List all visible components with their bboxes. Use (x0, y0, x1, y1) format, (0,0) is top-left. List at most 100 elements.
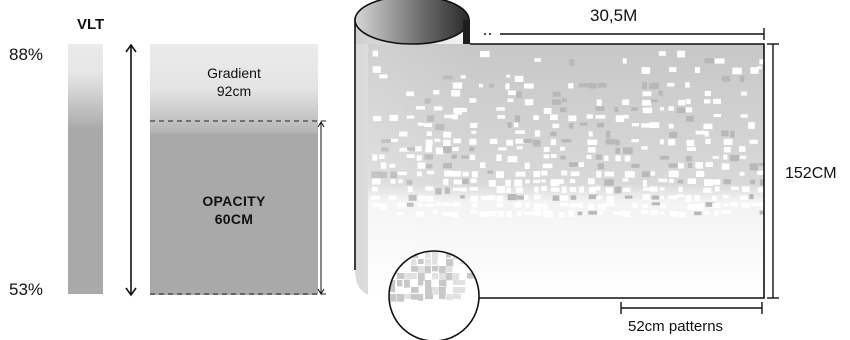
pattern-square (515, 138, 526, 144)
roll-height-label: 152CM (785, 165, 837, 182)
pattern-square (759, 210, 764, 215)
pattern-square (678, 99, 686, 106)
opacity-label: OPACITY (202, 193, 266, 209)
lens-square (418, 266, 426, 274)
pattern-square (570, 195, 577, 200)
pattern-square (624, 195, 633, 199)
pattern-square (588, 131, 593, 137)
pattern-square (712, 195, 717, 201)
pattern-square (685, 194, 692, 202)
pattern-square (668, 163, 678, 168)
pattern-square (749, 194, 754, 200)
lens-square (439, 280, 447, 287)
lens-square (453, 287, 461, 294)
pattern-square (650, 210, 659, 215)
pattern-square (507, 90, 516, 96)
length-dimension (484, 28, 765, 40)
pattern-square (588, 82, 597, 89)
lens-square (453, 273, 460, 281)
pattern-square (516, 210, 522, 217)
pattern-square (668, 195, 678, 200)
pattern-square (740, 195, 748, 200)
pattern-square (642, 203, 649, 209)
pattern-square (514, 75, 524, 82)
pattern-square (561, 98, 567, 103)
pattern-square (741, 186, 750, 193)
pattern-square (479, 211, 489, 218)
pattern-square (614, 186, 622, 194)
pattern-square (506, 74, 511, 78)
pattern-square (757, 170, 764, 175)
lens-square (446, 259, 454, 267)
pattern-square (686, 115, 695, 122)
pattern-square (642, 99, 652, 106)
pattern-square (642, 179, 648, 187)
pattern-square (542, 163, 553, 169)
pattern-square (524, 162, 530, 170)
pattern-square (631, 107, 638, 111)
pattern-square (741, 91, 747, 96)
pattern-square (703, 123, 713, 130)
pattern-square (749, 163, 759, 171)
pattern-square (669, 210, 679, 217)
lens-square (439, 287, 446, 295)
pattern-square (750, 202, 761, 206)
pattern-square (550, 154, 557, 158)
pattern-square (695, 162, 704, 169)
pattern-square (480, 50, 490, 58)
pattern-square (631, 139, 639, 143)
pattern-square (595, 115, 606, 119)
pattern-square (507, 155, 518, 163)
vlt-bar (68, 44, 103, 294)
pattern-square (588, 194, 598, 200)
lens-square (418, 280, 424, 286)
pattern-square (550, 114, 558, 121)
pattern-square (659, 211, 665, 215)
pattern-square (569, 178, 576, 184)
pattern-square (597, 83, 607, 88)
pattern-square (642, 82, 647, 90)
vlt-double-arrow (125, 43, 137, 297)
lens-square (432, 287, 439, 295)
pattern-square (541, 170, 548, 176)
lens-square (390, 294, 397, 302)
pattern-square (704, 90, 712, 97)
pattern-square (667, 82, 675, 87)
lens-square (404, 280, 410, 288)
pattern-square (714, 186, 720, 192)
pattern-square (759, 179, 764, 186)
lens-square (397, 273, 405, 280)
pattern-square (579, 186, 585, 193)
pattern-square (703, 187, 712, 193)
pattern-square (560, 107, 567, 113)
pattern-square (659, 187, 665, 191)
pattern-square (505, 83, 510, 90)
pattern-square (479, 162, 486, 169)
pattern-square (532, 211, 542, 216)
pattern-square (496, 107, 505, 111)
pattern-square (651, 195, 660, 200)
opacity-length: 60CM (214, 211, 254, 227)
lens-square (425, 259, 431, 266)
pattern-square (642, 194, 650, 200)
lens-square (418, 294, 424, 301)
pattern-square (552, 195, 562, 201)
pattern-square (631, 163, 640, 168)
pattern-square (524, 202, 530, 208)
pattern-square (722, 75, 731, 82)
pattern-square (632, 202, 638, 208)
lens-square (460, 287, 466, 293)
pattern-square (704, 130, 709, 137)
pattern-square (659, 195, 664, 200)
pattern-square (505, 179, 511, 187)
pattern-square (730, 202, 738, 207)
pattern-square (723, 203, 728, 207)
pattern-square (740, 114, 748, 118)
pattern-square (559, 195, 569, 201)
pattern-square (704, 210, 709, 215)
pattern-square (721, 163, 730, 170)
pattern-square (615, 139, 620, 146)
pattern-square (505, 187, 511, 193)
pattern-square (489, 138, 498, 144)
